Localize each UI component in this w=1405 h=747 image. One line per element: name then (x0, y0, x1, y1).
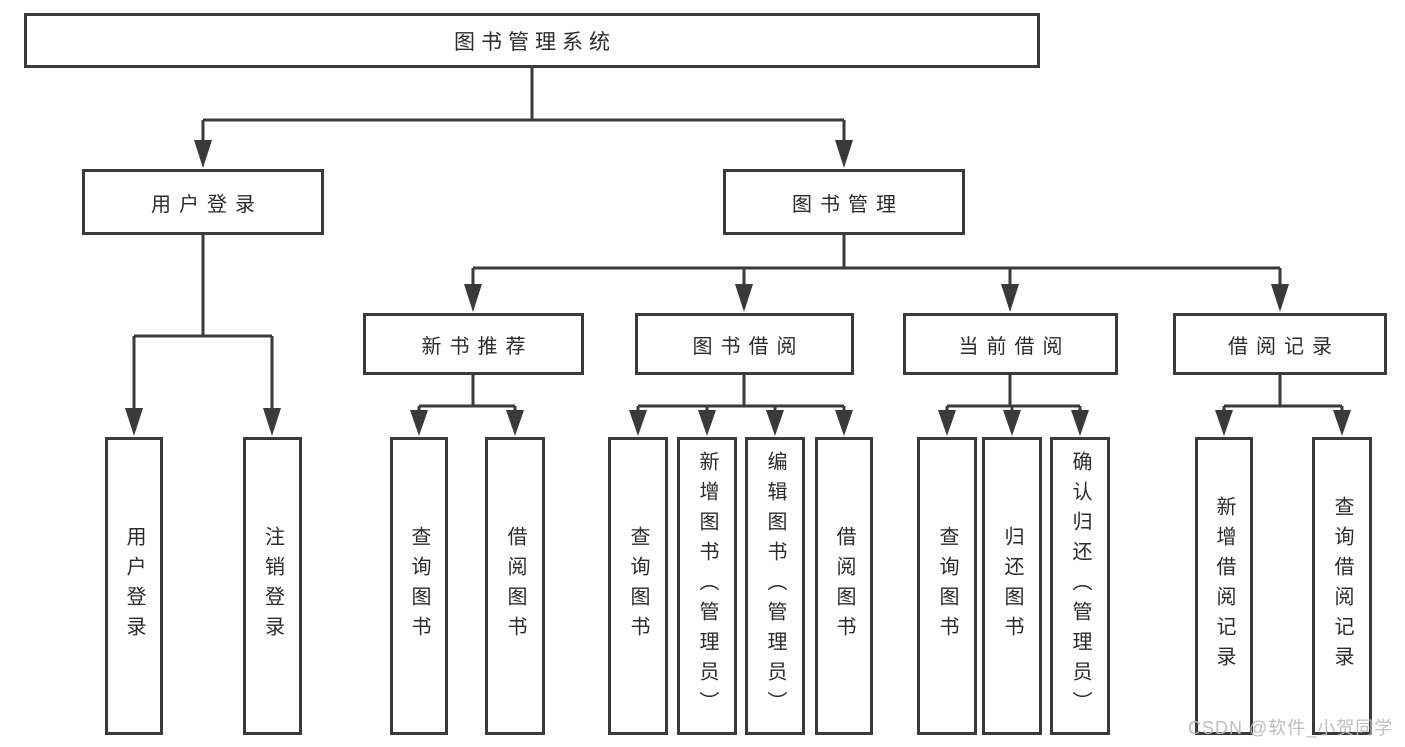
node-user-login: 用户登录 (82, 169, 324, 235)
node-borrowing-records: 借阅记录 (1173, 313, 1387, 375)
leaf-borrow-books-borrowing: 借阅图书 (815, 437, 873, 735)
leaf-query-books-borrowing: 查询图书 (608, 437, 668, 735)
node-new-book-recommendation: 新书推荐 (363, 313, 584, 375)
node-current-borrowing: 当前借阅 (903, 313, 1118, 375)
leaf-query-borrow-record: 查询借阅记录 (1312, 437, 1372, 735)
leaf-add-book-admin: 新增图书（管理员） (677, 437, 737, 735)
leaf-add-borrow-record: 新增借阅记录 (1195, 437, 1253, 735)
leaf-user-login: 用户登录 (105, 437, 163, 735)
leaf-borrow-books-recommend: 借阅图书 (485, 437, 545, 735)
leaf-query-books-recommend: 查询图书 (390, 437, 448, 735)
node-book-borrowing: 图书借阅 (635, 313, 854, 375)
csdn-watermark: CSDN @软件_小贺同学 (1188, 718, 1394, 738)
leaf-logout: 注销登录 (243, 437, 302, 735)
node-library-system: 图书管理系统 (24, 13, 1040, 68)
leaf-confirm-return-admin: 确认归还（管理员） (1050, 437, 1110, 735)
leaf-query-books-current: 查询图书 (917, 437, 977, 735)
leaf-edit-book-admin: 编辑图书（管理员） (745, 437, 805, 735)
node-book-management: 图书管理 (723, 169, 965, 235)
leaf-return-books: 归还图书 (982, 437, 1042, 735)
